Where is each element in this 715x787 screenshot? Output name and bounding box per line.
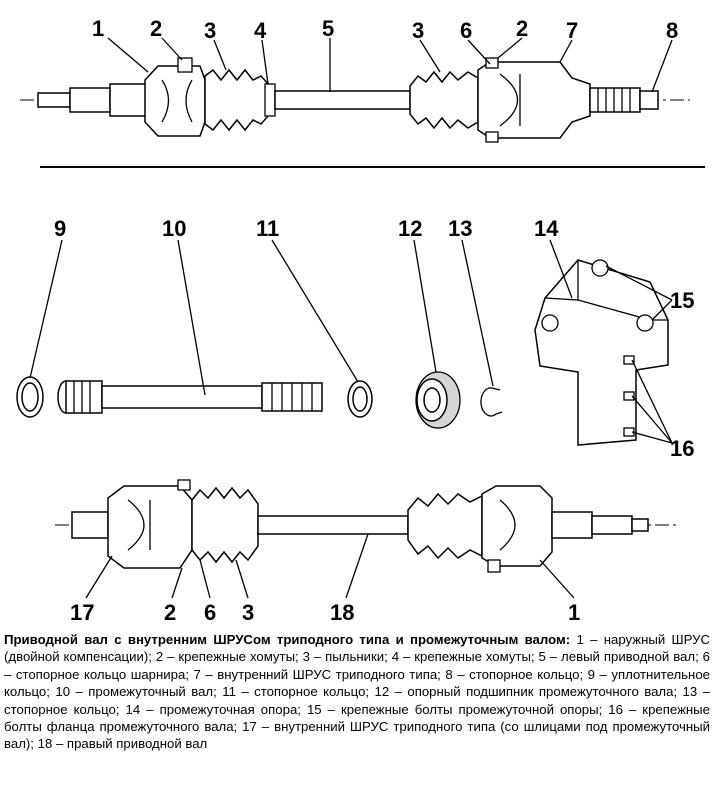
callout-mid-13: 13 — [448, 216, 472, 241]
callout-mid-16: 16 — [670, 436, 694, 461]
middle-parts — [16, 239, 673, 446]
callout-top-3b: 3 — [412, 18, 424, 43]
callout-mid-12: 12 — [398, 216, 422, 241]
callout-top-5: 5 — [322, 16, 334, 41]
caption-title: Приводной вал с внутренним ШРУСом трипод… — [4, 632, 571, 647]
callout-mid-15: 15 — [670, 288, 694, 313]
callout-bot-17: 17 — [70, 600, 94, 625]
bottom-assembly — [55, 479, 680, 599]
callout-mid-10: 10 — [162, 216, 186, 241]
callout-labels: 1 2 3 4 5 3 6 2 7 8 9 10 11 12 13 14 15 … — [54, 16, 694, 625]
callout-top-1: 1 — [92, 16, 104, 41]
drive-shaft-diagram: 1 2 3 4 5 3 6 2 7 8 9 10 11 12 13 14 15 … — [16, 16, 705, 625]
callout-mid-14: 14 — [534, 216, 559, 241]
callout-top-3: 3 — [204, 18, 216, 43]
callout-bot-3: 3 — [242, 600, 254, 625]
callout-bot-6: 6 — [204, 600, 216, 625]
callout-top-6: 6 — [460, 18, 472, 43]
callout-mid-11: 11 — [256, 216, 279, 241]
callout-bot-1: 1 — [568, 600, 580, 625]
callout-top-2b: 2 — [516, 16, 528, 41]
figure-caption: Приводной вал с внутренним ШРУСом трипод… — [4, 631, 710, 753]
callout-mid-9: 9 — [54, 216, 66, 241]
callout-bot-2: 2 — [164, 600, 176, 625]
top-assembly — [20, 37, 690, 143]
callout-bot-18: 18 — [330, 600, 354, 625]
caption-text: 1 – наружный ШРУС (двойной компенсации);… — [4, 632, 711, 752]
callout-top-8: 8 — [666, 18, 678, 43]
callout-top-7: 7 — [566, 18, 578, 43]
callout-top-4: 4 — [254, 18, 267, 43]
callout-top-2: 2 — [150, 16, 162, 41]
